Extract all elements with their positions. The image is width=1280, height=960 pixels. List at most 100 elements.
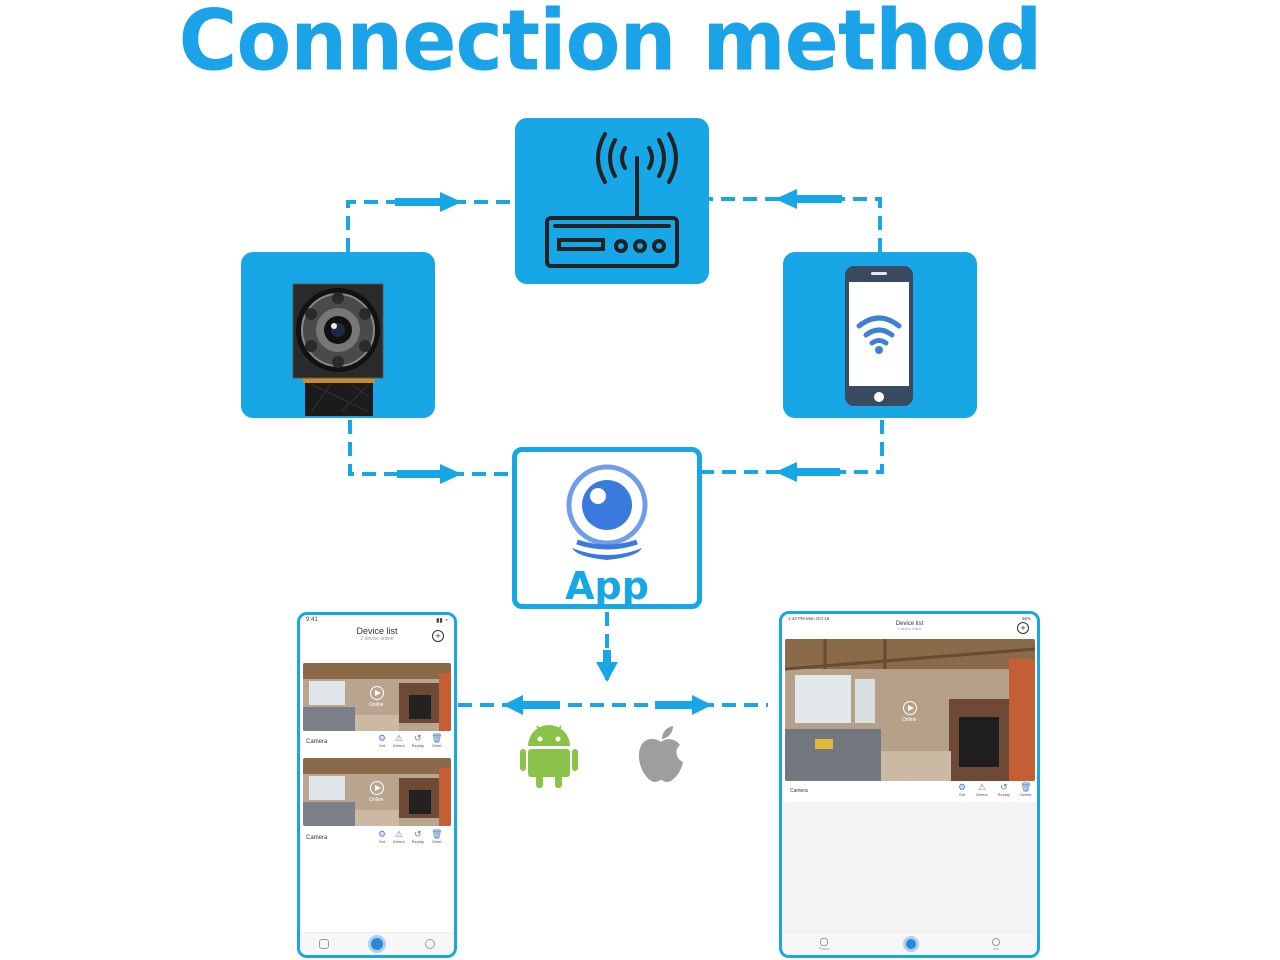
android-icon	[520, 725, 578, 788]
detect-button[interactable]: ⚠Detect	[393, 829, 405, 844]
set-button[interactable]: ⚙Set	[378, 733, 386, 748]
app-camera-icon	[566, 464, 648, 560]
replay-label: Replay	[411, 743, 425, 748]
arrow-left-mid	[775, 462, 840, 482]
set-label: Set	[379, 743, 386, 748]
warning-icon: ⚠	[977, 782, 986, 792]
replay-button[interactable]: ↺Replay	[998, 782, 1010, 797]
phone-screenshot-small: 9:41 ▮▮ ◔ Device list 2 device online + …	[297, 612, 457, 958]
delete-label: Delet	[432, 743, 442, 748]
replay-button[interactable]: ↺Replay	[412, 733, 424, 748]
set-button[interactable]: ⚙Set	[378, 829, 386, 844]
router-box	[515, 118, 709, 284]
camera-preview-2[interactable]: Online	[303, 758, 451, 826]
status-bar: 9:41 ▮▮ ◔	[300, 615, 454, 626]
detect-label: Detect	[393, 839, 405, 844]
router-icon	[545, 132, 679, 268]
play-icon[interactable]	[370, 781, 384, 795]
replay-icon: ↺	[414, 733, 422, 743]
nav-plaza[interactable]: Plaza	[818, 937, 829, 951]
camera-to-router-line	[346, 200, 515, 252]
camera-to-app-line	[348, 420, 512, 476]
add-device-icon[interactable]: +	[1017, 622, 1029, 634]
replay-label: Replay	[997, 792, 1011, 797]
home-nav-icon[interactable]	[902, 936, 919, 952]
arrow-down-app	[596, 650, 618, 682]
delete-label: Delete	[1020, 792, 1032, 797]
camera-name-large: Camera	[790, 788, 808, 794]
replay-icon: ↺	[414, 829, 422, 839]
app-label: App	[565, 564, 649, 608]
empty-list-area	[782, 802, 1037, 933]
delete-label: Delet	[432, 839, 442, 844]
delete-button[interactable]: 🗑Delet	[431, 733, 442, 748]
warning-icon: ⚠	[394, 829, 403, 839]
play-icon[interactable]	[903, 701, 917, 715]
tablet-screenshot-large: 1:43 PM Mon Oct 18 66% Device list 1 dev…	[779, 611, 1040, 958]
online-status: Online	[369, 797, 384, 803]
nav-plaza-label: Plaza	[818, 945, 829, 951]
status-time: 9:41	[306, 617, 318, 623]
trash-icon: 🗑	[431, 829, 443, 839]
smartphone-wifi-icon	[845, 266, 913, 406]
set-label: Set	[379, 839, 386, 844]
home-nav-icon[interactable]	[367, 935, 386, 953]
gear-icon: ⚙	[378, 829, 387, 839]
apple-icon	[638, 726, 683, 782]
device-list-title: Device list	[356, 626, 398, 636]
gear-icon: ⚙	[958, 782, 967, 792]
arrow-right-mid	[397, 464, 462, 484]
signal-icon: ▮▮ ◔	[436, 618, 448, 624]
online-status: Online	[369, 702, 384, 708]
replay-icon: ↺	[1000, 782, 1008, 792]
arrow-left-top	[775, 189, 842, 209]
room-thumbnail	[785, 639, 1035, 781]
device-list-title: Device list	[895, 621, 924, 627]
replay-label: Replay	[411, 839, 425, 844]
trash-icon: 🗑	[1020, 782, 1032, 792]
online-status: Online	[902, 717, 917, 723]
app-box: App	[512, 447, 702, 609]
device-list-subtitle: 2 device online	[360, 636, 394, 642]
battery-level: 66%	[1021, 616, 1031, 621]
set-button[interactable]: ⚙Set	[958, 782, 966, 797]
delete-button[interactable]: 🗑Delet	[431, 829, 442, 844]
camera-preview-large[interactable]: Online	[785, 639, 1035, 781]
play-icon[interactable]	[370, 686, 384, 700]
bottom-nav	[300, 932, 454, 955]
status-time: 1:43 PM Mon Oct 18	[788, 616, 830, 621]
phone-to-app-line	[702, 420, 884, 474]
gear-icon: ⚙	[378, 733, 387, 743]
delete-button[interactable]: 🗑Delete	[1020, 782, 1032, 797]
bottom-nav: Plaza Me	[782, 932, 1037, 955]
user-icon[interactable]	[424, 939, 435, 949]
replay-button[interactable]: ↺Replay	[412, 829, 424, 844]
camera-actions-1: ⚙Set ⚠Detect ↺Replay 🗑Delet	[378, 733, 443, 748]
detect-label: Detect	[393, 743, 405, 748]
page-title: Connection method	[178, 0, 1043, 90]
nav-me[interactable]: Me	[992, 937, 1001, 951]
arrow-left-android	[503, 695, 560, 715]
cube-icon[interactable]	[319, 939, 330, 949]
phone-box	[783, 252, 977, 418]
camera-name-1: Camera	[306, 739, 328, 745]
arrow-right-ios	[655, 695, 712, 715]
cube-icon	[819, 937, 828, 946]
camera-box	[241, 252, 435, 418]
warning-icon: ⚠	[394, 733, 403, 743]
detect-button[interactable]: ⚠Detect	[976, 782, 988, 797]
camera-module-icon	[292, 283, 384, 416]
detect-button[interactable]: ⚠Detect	[393, 733, 405, 748]
phone-to-router-line	[709, 197, 882, 252]
camera-name-2: Camera	[306, 835, 328, 841]
nav-me-label: Me	[993, 945, 999, 951]
room-thumbnail	[303, 663, 451, 731]
add-device-icon[interactable]: +	[432, 630, 444, 642]
arrow-right-top	[395, 192, 462, 212]
detect-label: Detect	[976, 792, 988, 797]
status-bar: 1:43 PM Mon Oct 18 66%	[782, 614, 1037, 623]
set-label: Set	[959, 792, 966, 797]
camera-preview-1[interactable]: Online	[303, 663, 451, 731]
camera-actions-large: ⚙Set ⚠Detect ↺Replay 🗑Delete	[958, 782, 1032, 797]
